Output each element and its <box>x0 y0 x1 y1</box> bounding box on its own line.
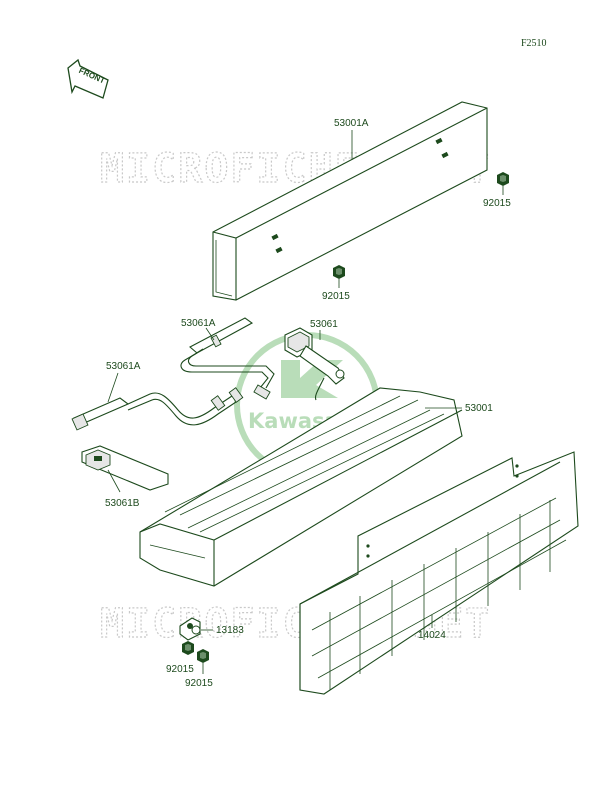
label-53001a: 53001A <box>334 118 369 129</box>
nut-92015-upper <box>497 172 509 186</box>
front-arrow-icon: FRONT <box>67 58 109 99</box>
figure-code: F2510 <box>521 38 547 49</box>
label-53061a-upper: 53061A <box>181 318 216 329</box>
seat-base-14024 <box>299 451 579 695</box>
label-14024: 14024 <box>418 630 446 641</box>
label-92015-lower-a: 92015 <box>166 664 194 675</box>
belt-53061-buckle <box>284 327 345 401</box>
upper-cushion-53001a <box>212 101 488 301</box>
label-53001: 53001 <box>465 403 493 414</box>
label-53061: 53061 <box>310 319 338 330</box>
nut-92015-middle <box>333 265 345 279</box>
leader-53061b <box>107 469 121 493</box>
nut-92015-lower-a <box>182 641 194 655</box>
belt-53061a-lower <box>71 387 244 431</box>
leader-53061a-upper <box>205 327 215 341</box>
belt-53061b <box>81 445 169 491</box>
clip-13183 <box>179 617 201 641</box>
label-92015-middle: 92015 <box>322 291 350 302</box>
label-92015-lower-b: 92015 <box>185 678 213 689</box>
seat-cushion-53001 <box>139 387 463 587</box>
label-92015-upper: 92015 <box>483 198 511 209</box>
leader-53061a-lower <box>107 372 119 403</box>
label-13183: 13183 <box>216 625 244 636</box>
nut-92015-lower-b <box>197 649 209 663</box>
label-53061a-lower: 53061A <box>106 361 141 372</box>
belt-53061a-upper <box>180 317 275 400</box>
label-53061b: 53061B <box>105 498 140 509</box>
